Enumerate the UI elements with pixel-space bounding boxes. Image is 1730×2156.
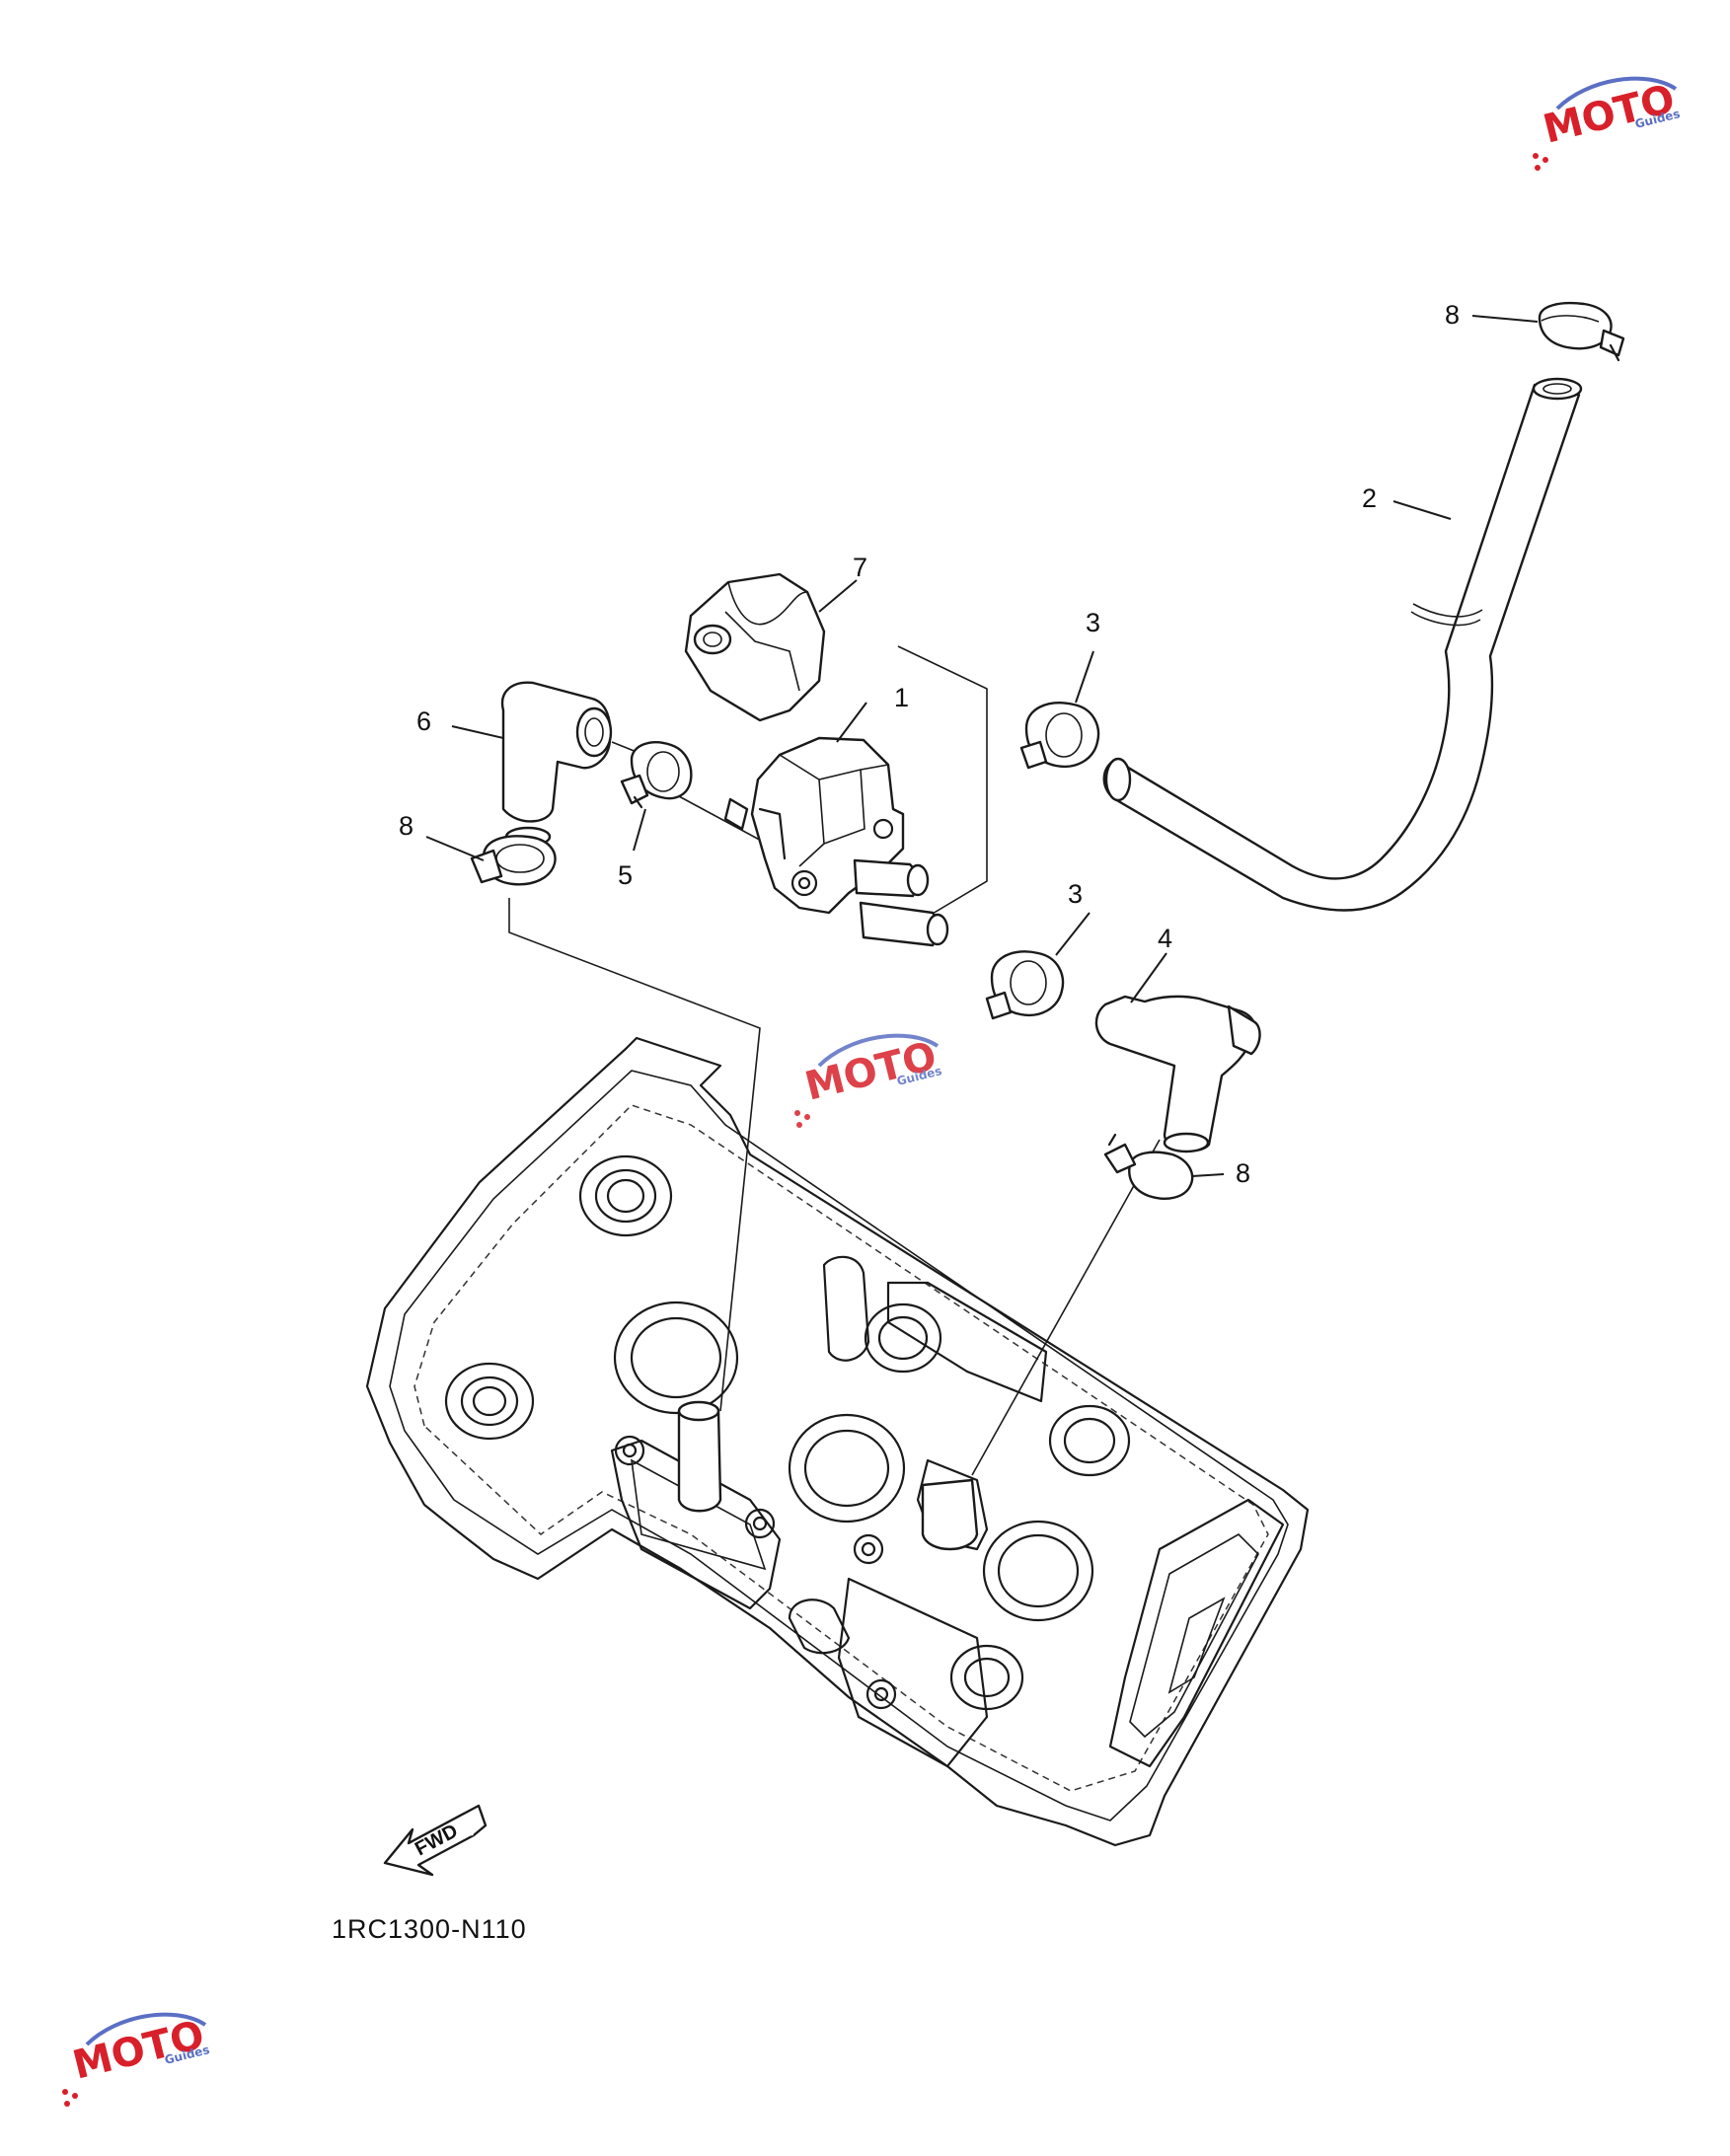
callout-7: 7: [853, 553, 868, 582]
moto-guides-watermark-bottom: MOTO Guides: [62, 2012, 211, 2107]
callout-8-top: 8: [1445, 300, 1461, 330]
callout-8-bottom: 8: [1236, 1158, 1251, 1188]
callout-8-left: 8: [399, 811, 414, 841]
small-bolt-heads: [614, 1435, 897, 1710]
part-6-elbow-hose: [500, 681, 613, 848]
forward-direction-arrow: FWD: [383, 1804, 488, 1877]
moto-guides-watermark-center: MOTO Guides: [794, 1033, 943, 1128]
callout-2: 2: [1362, 483, 1378, 513]
part-3-clamp-lower: [985, 950, 1065, 1020]
part-4-elbow-hose: [1094, 995, 1261, 1153]
callout-5: 5: [618, 860, 634, 890]
part-7-rubber-cover: [684, 572, 826, 722]
part-1-air-cut-valve: [723, 736, 949, 947]
callout-6: 6: [416, 706, 432, 736]
part-8-clamp-top: [1538, 302, 1625, 362]
callout-4: 4: [1158, 924, 1173, 953]
diagram-code: 1RC1300-N110: [332, 1914, 527, 1944]
part-8-clamp-bottom: [1103, 1133, 1194, 1200]
cylinder-head-cover: [365, 1036, 1310, 1847]
part-8-clamp-left: [470, 835, 557, 886]
part-5-clamp: [620, 741, 693, 809]
part-3-clamp-upper: [1019, 702, 1100, 770]
assembly-guide-lines: [508, 645, 1161, 1476]
part-2-air-hose: [1102, 377, 1583, 912]
spark-plug-wells: [613, 1301, 1094, 1622]
callout-1: 1: [894, 683, 910, 712]
cover-bolt-bosses: [444, 1154, 1131, 1711]
callout-3-upper: 3: [1086, 608, 1101, 637]
callout-3-lower: 3: [1068, 879, 1084, 909]
callout-leaders: [425, 315, 1539, 1177]
moto-guides-watermark-top: MOTO Guides: [1533, 76, 1682, 171]
